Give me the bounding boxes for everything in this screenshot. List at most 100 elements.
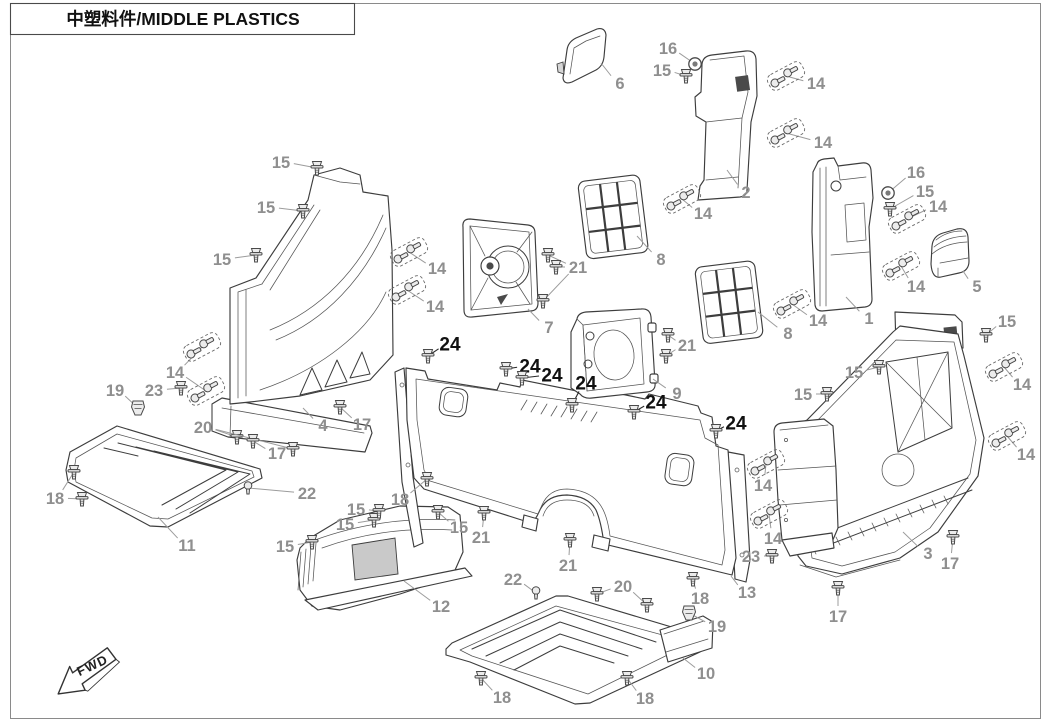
- callout-19: 19: [106, 382, 146, 416]
- fwd-arrow: FWD: [57, 647, 121, 695]
- screw-glyph: [709, 424, 723, 439]
- callout-label-15: 15: [845, 364, 863, 382]
- callout-24: 24: [565, 374, 597, 413]
- screw-glyph: [946, 530, 960, 545]
- callout-label-14: 14: [428, 260, 447, 278]
- callout-24: 24: [421, 335, 461, 364]
- screw-glyph: [230, 430, 244, 445]
- callout-label-24: 24: [575, 374, 597, 395]
- screw-glyph: [679, 69, 693, 84]
- callout-label-14: 14: [1017, 446, 1036, 464]
- pair-glyph: [387, 275, 427, 305]
- callout-17: 17: [941, 530, 960, 573]
- callout-6: 6: [600, 62, 625, 93]
- callout-label-15: 15: [347, 501, 365, 519]
- callout-18: 18: [474, 671, 511, 707]
- pair-glyph: [881, 251, 921, 281]
- callout-8: 8: [757, 311, 793, 343]
- callout-24: 24: [709, 414, 747, 439]
- callout-14: 14: [766, 61, 826, 93]
- screw-glyph: [174, 381, 188, 396]
- callout-label-15: 15: [450, 519, 468, 537]
- diagram-title: 中塑料件/MIDDLE PLASTICS: [66, 9, 299, 29]
- pair-glyph: [887, 204, 927, 234]
- callout-label-14: 14: [807, 75, 826, 93]
- callout-14: 14: [746, 449, 786, 495]
- callout-15: 15: [653, 62, 693, 84]
- callout-11: 11: [157, 516, 196, 555]
- callout-16: 16: [659, 40, 702, 71]
- screw-glyph: [620, 671, 634, 686]
- pair-glyph: [389, 237, 429, 267]
- callout-label-14: 14: [1013, 376, 1032, 394]
- callout-10: 10: [682, 657, 715, 683]
- screw-glyph: [310, 161, 324, 176]
- callout-17: 17: [333, 400, 371, 434]
- callout-14: 14: [772, 289, 828, 330]
- callout-9: 9: [652, 378, 682, 403]
- callout-label-8: 8: [783, 325, 792, 343]
- callout-label-22: 22: [504, 571, 522, 589]
- part-3-shape: [773, 311, 985, 578]
- callout-7: 7: [527, 308, 554, 337]
- page-border: [10, 3, 1041, 719]
- callout-15: 15: [845, 360, 886, 382]
- callout-label-2: 2: [741, 184, 750, 202]
- callout-label-14: 14: [814, 134, 833, 152]
- screw-glyph: [67, 465, 81, 480]
- title-box-frame: [9, 2, 356, 36]
- callout-label-1: 1: [864, 310, 873, 328]
- callout-3: 3: [902, 531, 933, 563]
- callout-label-10: 10: [697, 665, 715, 683]
- callout-label-15: 15: [272, 154, 290, 172]
- grommet-glyph: [881, 186, 895, 200]
- clip-glyph: [130, 400, 146, 416]
- callout-15: 15: [794, 386, 834, 404]
- callout-label-15: 15: [213, 251, 231, 269]
- callout-label-4: 4: [318, 417, 328, 435]
- callout-14: 14: [166, 332, 226, 406]
- callout-14: 14: [881, 251, 926, 296]
- screw-glyph: [305, 535, 319, 550]
- parts-layer: [65, 28, 985, 705]
- screw-glyph: [499, 362, 513, 377]
- callout-label-11: 11: [178, 537, 195, 555]
- callout-label-15: 15: [653, 62, 671, 80]
- screw-glyph: [979, 328, 993, 343]
- pair-glyph: [182, 332, 222, 362]
- callout-label-23: 23: [145, 382, 163, 400]
- callout-23: 23: [742, 548, 779, 566]
- callout-label-23: 23: [742, 548, 760, 566]
- callout-label-14: 14: [166, 364, 185, 382]
- callout-label-21: 21: [472, 529, 490, 547]
- callout-label-9: 9: [672, 385, 681, 403]
- pair-glyph: [766, 61, 806, 91]
- fwd-arrow-shape: [57, 647, 117, 695]
- pair-glyph: [746, 449, 786, 479]
- callout-label-24: 24: [439, 335, 461, 356]
- callout-15: 15: [979, 313, 1016, 343]
- part-8b-shape: [694, 260, 764, 344]
- callout-15: 15: [257, 199, 310, 219]
- callout-5: 5: [962, 270, 982, 296]
- callout-label-17: 17: [268, 445, 286, 463]
- callout-14: 14: [389, 237, 447, 278]
- callout-label-24: 24: [645, 393, 667, 414]
- callout-21: 21: [536, 248, 587, 309]
- screw-glyph: [431, 505, 445, 520]
- callout-15: 15: [276, 535, 319, 556]
- screw-glyph: [421, 349, 435, 364]
- callout-22: 22: [243, 481, 316, 503]
- screw-glyph: [372, 504, 386, 519]
- callout-13: 13: [730, 575, 756, 602]
- title-box: 中塑料件/MIDDLE PLASTICS: [9, 2, 356, 36]
- callout-label-18: 18: [46, 490, 64, 508]
- callout-15: 15: [347, 501, 386, 519]
- callout-label-20: 20: [614, 578, 632, 596]
- callout-label-19: 19: [708, 618, 726, 636]
- callout-label-15: 15: [794, 386, 812, 404]
- callout-label-13: 13: [738, 584, 756, 602]
- grommet-glyph: [688, 57, 702, 71]
- callout-15: 15: [883, 183, 934, 217]
